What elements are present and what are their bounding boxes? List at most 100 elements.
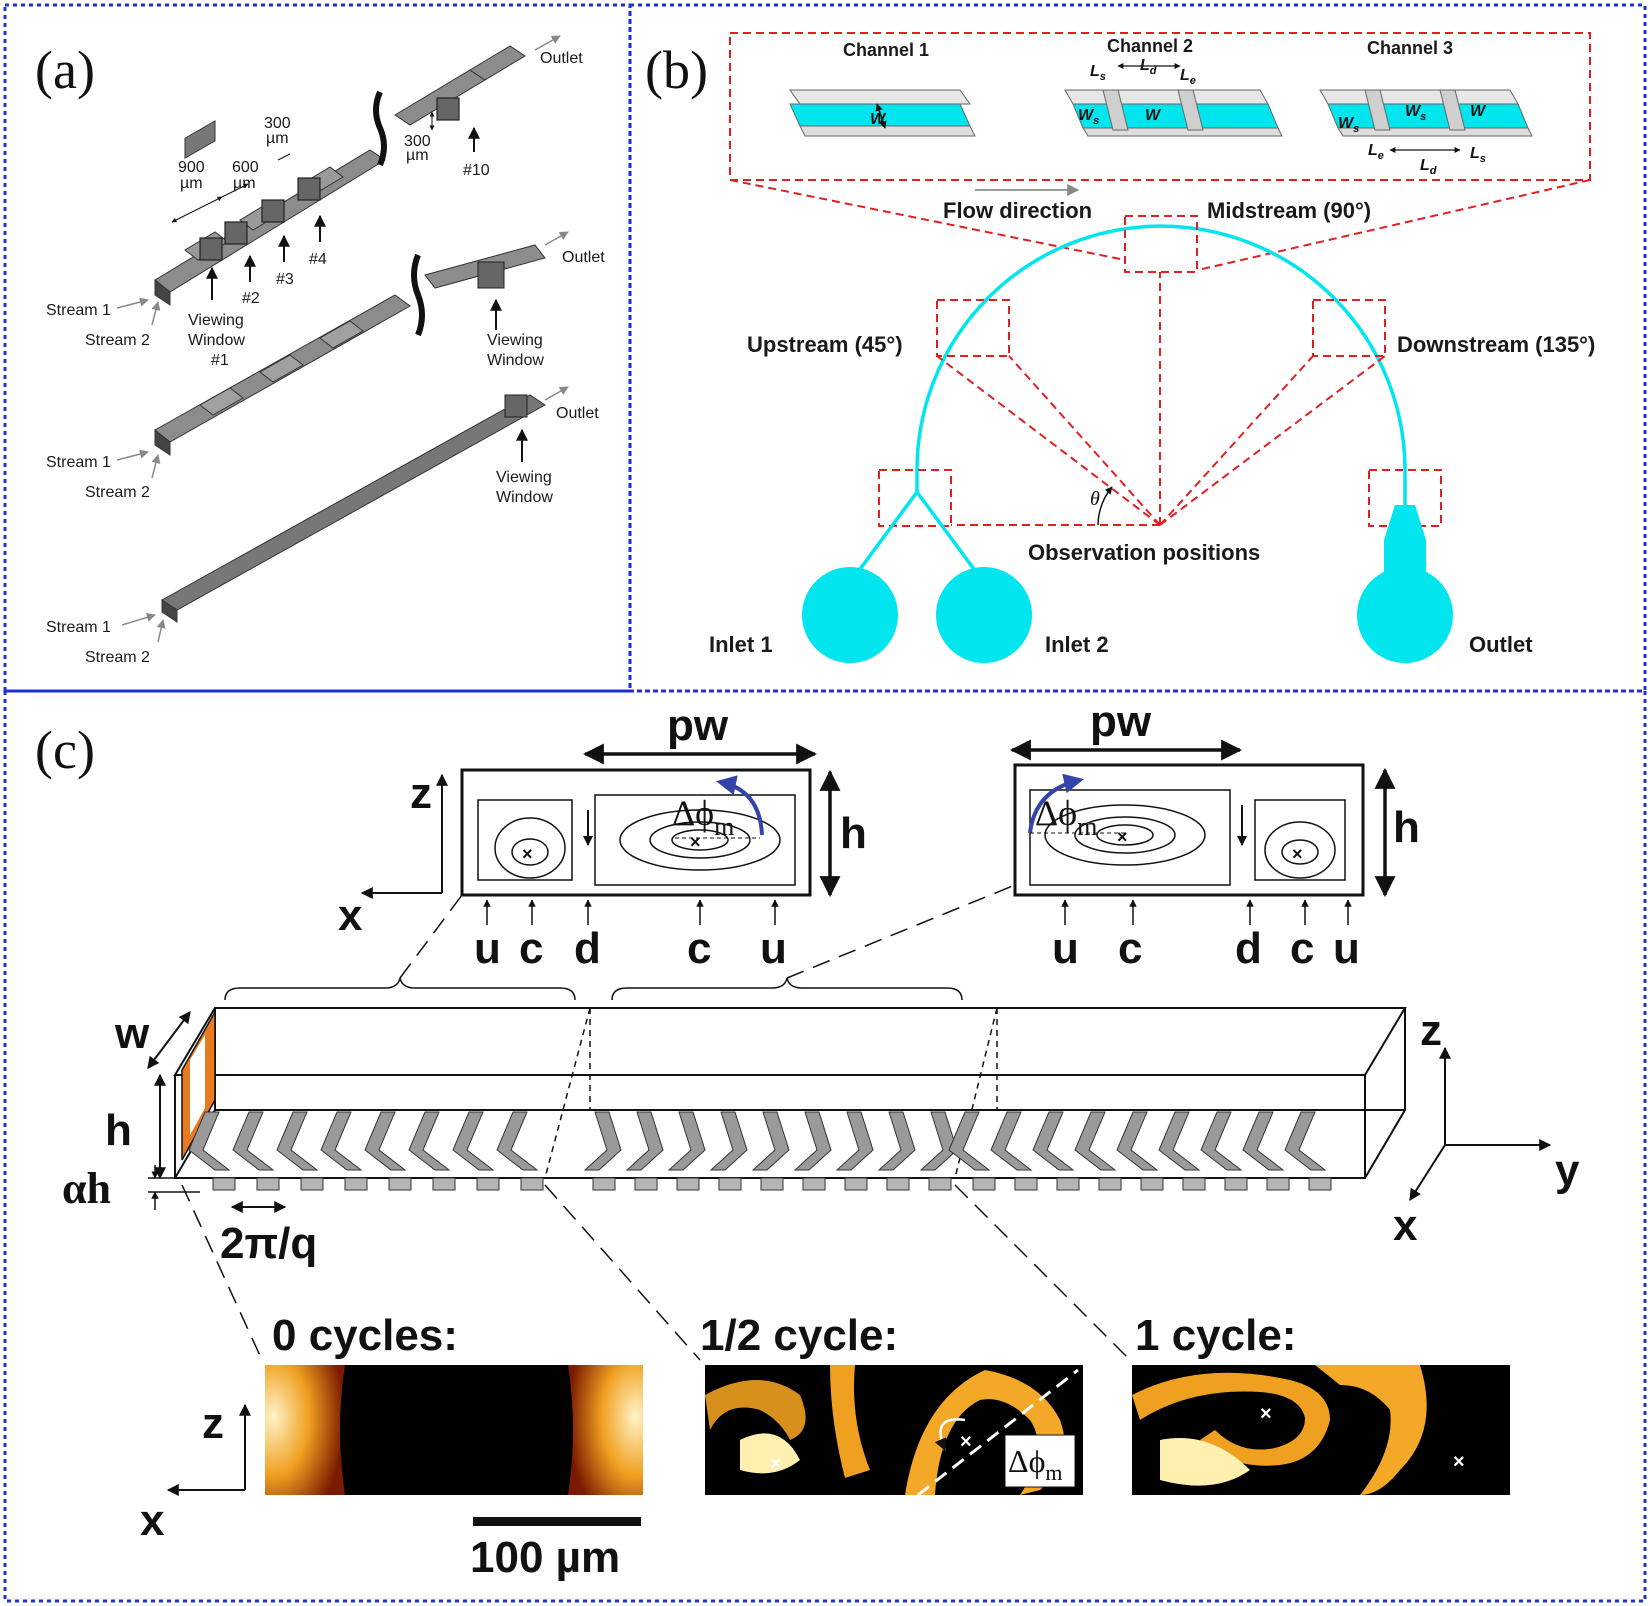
x-label-bottom: x [140,1496,165,1545]
viewing-label-1: Viewing [188,312,244,329]
window-label-3: Window [496,489,553,506]
stream2-label-3: Stream 2 [85,649,150,666]
channel3-sketch [1319,89,1533,137]
stream2-label-1: Stream 2 [85,332,150,349]
channel2-sketch [1064,89,1283,137]
alpha-h-label: αh [62,1164,111,1213]
z-label-bottom: z [202,1399,224,1448]
viewing-window-cubes-top [199,97,460,261]
svg-text:×: × [522,844,533,864]
outlet-neck [1384,505,1426,572]
svg-text:×: × [1260,1403,1272,1425]
pw-label-left: pw [667,701,729,750]
heatmap-1-cycle: × × [1132,1365,1510,1495]
channel2-ld: Ld [1140,57,1157,77]
flow-direction-label: Flow direction [943,198,1092,223]
period-label: 2π/q [220,1219,317,1268]
svg-text:×: × [690,832,701,852]
dim-300-top-unit: µm [266,130,289,147]
stream2-arrow-2 [151,454,161,479]
inlet2-label: Inlet 2 [1045,632,1109,657]
y-label-3d: y [1555,1146,1580,1195]
panel-c-letter: (c) [35,720,95,780]
panel-a-letter: (a) [35,40,95,100]
mixer-channel [173,1007,1407,1179]
h-label-right: h [1393,803,1420,852]
marker-u-left-1: u [474,924,501,973]
marker-c-left-2: c [687,924,711,973]
inlet1-label: Inlet 1 [709,632,773,657]
channel3-ws-right: Ws [1405,103,1426,123]
inlet1-reservoir [802,567,898,663]
marker-u-right-2: u [1333,924,1360,973]
outlet-label-1: Outlet [540,50,583,67]
window-3-label: #3 [276,271,294,288]
stream2-arrow-3 [156,619,166,643]
window-label-1: Window [188,332,245,349]
cycles0-label: 0 cycles: [272,1311,458,1360]
cross-section-left: × × [460,768,812,897]
panel-frames [3,3,1647,1603]
outlet-arrow-3 [544,386,569,401]
stream1-label-2: Stream 1 [46,454,111,471]
dim-300-side: 300 [404,133,431,150]
z-label-3d: z [1420,1006,1442,1055]
orange-end-face [181,1009,216,1161]
window-label-2: Window [487,352,544,369]
marker-u-left-2: u [760,924,787,973]
channel1-label: Channel 1 [843,40,929,60]
serpentine-channel-middle [154,244,546,456]
theta-arc [1097,486,1113,526]
channel1-width-arrow [875,103,887,129]
stream1-arrow-3 [121,613,156,626]
w-arrow-channel [147,1011,191,1069]
straight-channel [161,394,546,623]
w-label-channel: w [114,1009,150,1058]
h-label-channel: h [105,1106,132,1155]
stream2-arrow-1 [151,301,161,326]
outlet-reservoir [1357,567,1453,663]
window-1-label: #1 [211,352,229,369]
marker-u-right-1: u [1052,924,1079,973]
midstream-label: Midstream (90°) [1207,198,1371,223]
channel3-ws-left: Ws [1338,115,1359,135]
dim-900-unit: µm [180,175,203,192]
outlet-label-b: Outlet [1469,632,1533,657]
window-10-label: #10 [463,162,490,179]
dim-600: 600 [232,159,259,176]
stream1-label-3: Stream 1 [46,619,111,636]
viewing-label-2: Viewing [487,332,543,349]
scale-bar [473,1517,641,1526]
svg-text:×: × [1117,827,1128,847]
window-4-label: #4 [309,251,327,268]
radial-lines [936,272,1386,526]
z-label-left: z [410,769,432,818]
outlet-label-2: Outlet [562,249,605,266]
dim-900: 900 [178,159,205,176]
channel2-ws: Ws [1078,107,1099,127]
channel-inset-box [729,32,1591,181]
dim-300-side-unit: µm [406,147,429,164]
outlet-label-3: Outlet [556,405,599,422]
alpha-h-dim [148,1165,200,1210]
cycles1-label: 1 cycle: [1135,1311,1296,1360]
window-arrows-top [206,126,480,300]
outlet-arrow-1 [534,35,561,51]
channel2-le: Le [1180,67,1196,87]
break-symbol-middle [411,253,425,337]
stream1-label-1: Stream 1 [46,302,111,319]
channel3-le: Le [1368,142,1384,162]
panel-c: (c) × × Δϕm pw h z x [35,697,1580,1582]
channel2-label: Channel 2 [1107,36,1193,56]
svg-text:×: × [960,1431,972,1453]
panel-b-letter: (b) [645,40,708,100]
channel3-ld: Ld [1420,157,1437,177]
cross-section-right: × × [1013,763,1365,897]
marker-c-right-2: c [1290,924,1314,973]
channel1-w: W [870,111,887,128]
observation-label: Observation positions [1028,540,1260,565]
x-label-left: x [338,891,363,940]
svg-text:×: × [770,1453,782,1475]
markers-right-arrows [1061,899,1352,925]
dim-600-unit: µm [233,175,256,192]
